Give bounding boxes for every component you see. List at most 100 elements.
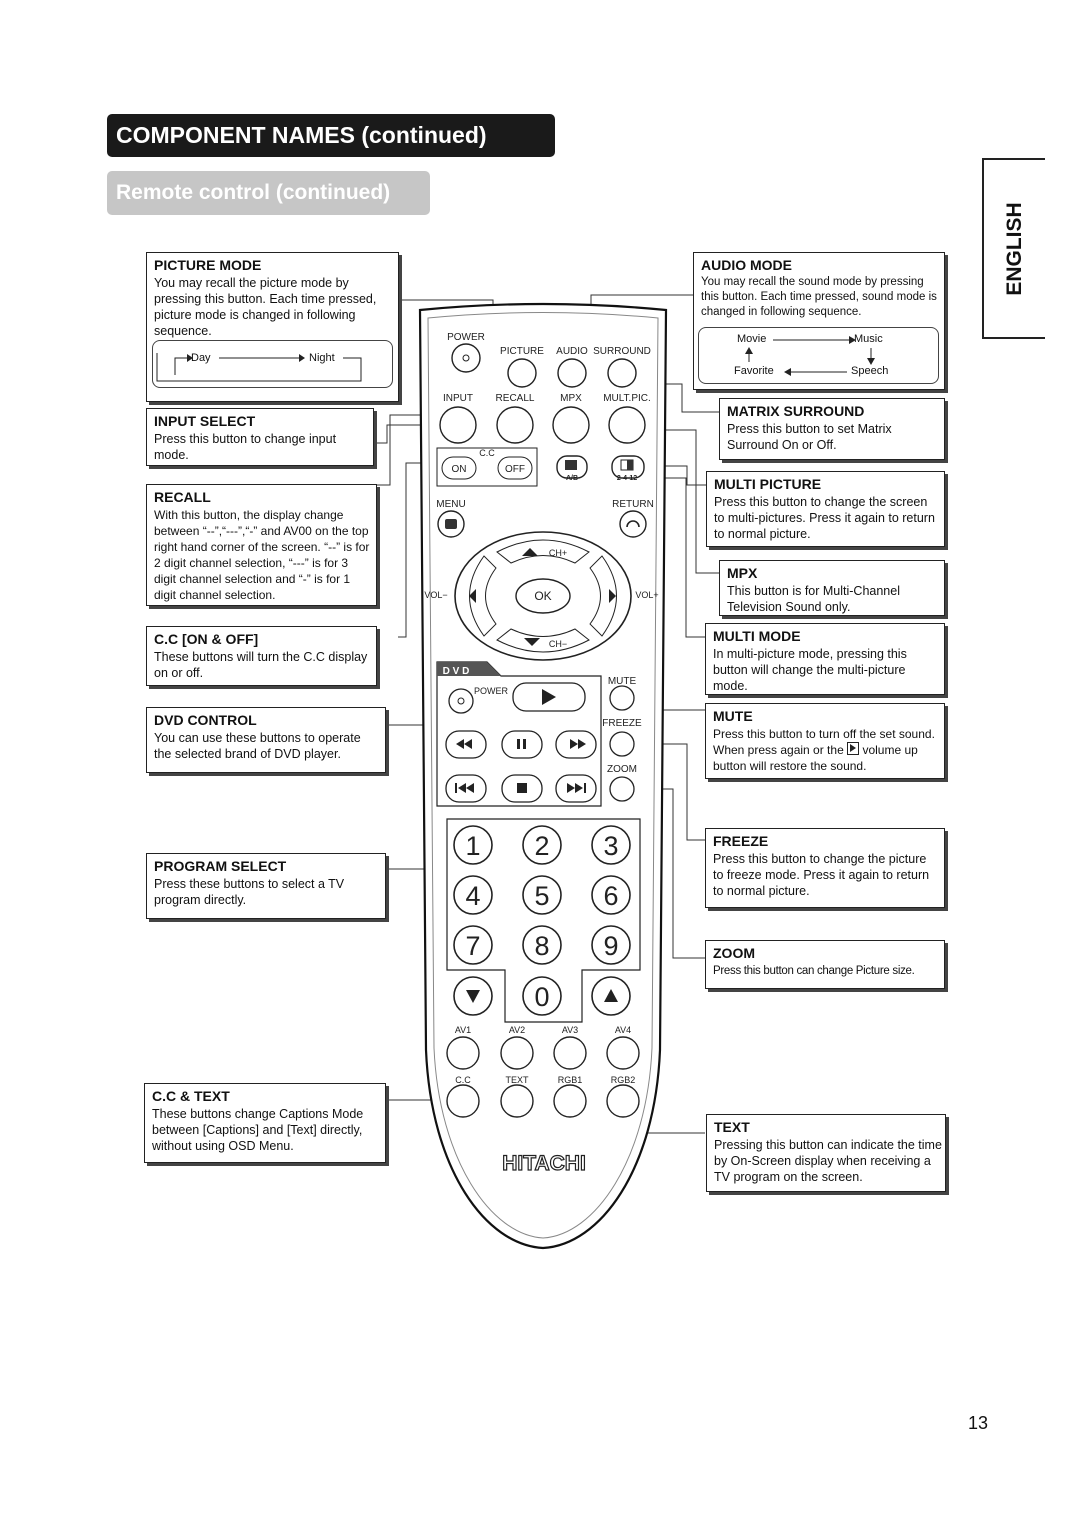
rgb2-button[interactable] bbox=[606, 1084, 640, 1118]
digit-6-label: 6 bbox=[603, 881, 618, 911]
down-arrow-icon bbox=[466, 990, 480, 1003]
dvd-control-desc: You can use these buttons to operate the… bbox=[154, 731, 361, 761]
audio-label: AUDIO bbox=[556, 346, 588, 357]
text-button[interactable] bbox=[500, 1084, 534, 1118]
multpic-label: MULT.PIC. bbox=[603, 393, 651, 404]
picture-label: PICTURE bbox=[500, 346, 544, 357]
digit-2-button[interactable] bbox=[522, 825, 562, 865]
recall-label: RECALL bbox=[496, 393, 535, 404]
number-pad bbox=[446, 818, 641, 1023]
av2-button[interactable] bbox=[500, 1036, 534, 1070]
digit-1-button[interactable] bbox=[453, 825, 493, 865]
mute-button[interactable] bbox=[609, 685, 635, 711]
text-title: TEXT bbox=[714, 1119, 750, 1135]
vol-up-button[interactable] bbox=[589, 555, 617, 637]
zoom-button[interactable] bbox=[609, 776, 635, 802]
dvd-power-button[interactable] bbox=[448, 688, 474, 714]
cc-button[interactable] bbox=[446, 1084, 480, 1118]
multpic-button[interactable] bbox=[608, 406, 646, 444]
digit-3-button[interactable] bbox=[591, 825, 631, 865]
ch-down-button[interactable] bbox=[496, 628, 590, 653]
section-subtitle: Remote control (continued) bbox=[107, 171, 430, 215]
language-tab: ENGLISH bbox=[982, 158, 1045, 339]
surround-button[interactable] bbox=[607, 358, 637, 388]
digit-8-label: 8 bbox=[534, 931, 549, 961]
dvd-control-box: DVD CONTROL You can use these buttons to… bbox=[146, 707, 386, 773]
flow-favorite: Favorite bbox=[734, 365, 774, 377]
cc-group bbox=[436, 447, 538, 487]
ok-button[interactable] bbox=[515, 578, 571, 614]
cc-button-label: C.C bbox=[455, 1075, 471, 1085]
picture-button[interactable] bbox=[507, 358, 537, 388]
flow-arrows bbox=[156, 353, 362, 382]
flow-night: Night bbox=[309, 352, 335, 364]
ch-up-button[interactable] bbox=[496, 539, 590, 564]
page-number: 13 bbox=[968, 1413, 989, 1433]
multi-mode-box: MULTI MODE In multi-picture mode, pressi… bbox=[705, 623, 945, 695]
stop-icon bbox=[517, 783, 527, 793]
audio-flow-arrows bbox=[745, 336, 875, 376]
return-label: RETURN bbox=[612, 499, 654, 510]
vol-down-button[interactable] bbox=[469, 555, 497, 637]
mute-label: MUTE bbox=[608, 676, 637, 687]
dvd-pause-button[interactable] bbox=[501, 730, 543, 759]
digit-8-button[interactable] bbox=[522, 925, 562, 965]
av3-button[interactable] bbox=[553, 1036, 587, 1070]
digit-7-button[interactable] bbox=[453, 925, 493, 965]
av1-button[interactable] bbox=[446, 1036, 480, 1070]
mpx-button[interactable] bbox=[552, 406, 590, 444]
cc-off-button[interactable] bbox=[497, 456, 533, 480]
rgb1-button[interactable] bbox=[553, 1084, 587, 1118]
recall-button[interactable] bbox=[496, 406, 534, 444]
mpx-box: MPX This button is for Multi-Channel Tel… bbox=[719, 560, 945, 616]
text-box: TEXT Pressing this button can indicate t… bbox=[706, 1114, 946, 1192]
cc-off-label: OFF bbox=[505, 464, 525, 475]
cc-on-label: ON bbox=[452, 464, 467, 475]
freeze-title: FREEZE bbox=[713, 833, 769, 849]
vol-up-label: VOL+ bbox=[635, 590, 658, 600]
mute-box: MUTE Press this button to turn off the s… bbox=[705, 703, 945, 779]
section-title: COMPONENT NAMES (continued) bbox=[107, 114, 555, 157]
digit-9-button[interactable] bbox=[591, 925, 631, 965]
av2-label: AV2 bbox=[509, 1025, 525, 1035]
program-select-title: PROGRAM SELECT bbox=[154, 858, 287, 874]
digit-2-label: 2 bbox=[534, 831, 549, 861]
audio-mode-desc: You may recall the sound mode by pressin… bbox=[701, 276, 937, 318]
play-box-icon bbox=[847, 742, 860, 755]
digit-9-label: 9 bbox=[603, 931, 618, 961]
dvd-tab bbox=[437, 662, 501, 676]
freeze-button[interactable] bbox=[609, 731, 635, 757]
digit-0-button[interactable] bbox=[522, 976, 562, 1016]
ch-up-icon bbox=[522, 548, 538, 556]
mute-desc-after: volume up button will restore the sound. bbox=[713, 743, 918, 773]
vol-down-icon bbox=[469, 589, 476, 603]
digit-4-button[interactable] bbox=[453, 875, 493, 915]
picture-mode-box: PICTURE MODE You may recall the picture … bbox=[146, 252, 399, 402]
digit-6-button[interactable] bbox=[591, 875, 631, 915]
input-button[interactable] bbox=[439, 406, 477, 444]
flow-day: Day bbox=[191, 352, 211, 364]
cc-on-button[interactable] bbox=[441, 456, 477, 480]
av4-button[interactable] bbox=[606, 1036, 640, 1070]
matrix-surround-desc: Press this button to set Matrix Surround… bbox=[727, 422, 892, 452]
vol-down-label: VOL− bbox=[424, 590, 447, 600]
digit-1-label: 1 bbox=[465, 831, 480, 861]
digit-5-button[interactable] bbox=[522, 875, 562, 915]
rewind-icon bbox=[456, 739, 472, 749]
pause-icon bbox=[517, 739, 526, 749]
multi-mode-label: 2-4-12 bbox=[617, 475, 637, 482]
cc-on-off-box: C.C [ON & OFF] These buttons will turn t… bbox=[146, 626, 377, 686]
audio-button[interactable] bbox=[557, 358, 587, 388]
freeze-box: FREEZE Press this button to change the p… bbox=[705, 828, 945, 908]
power-button[interactable] bbox=[451, 343, 481, 373]
picture-mode-title: PICTURE MODE bbox=[154, 257, 262, 273]
ch-down-icon bbox=[524, 638, 540, 646]
matrix-surround-title: MATRIX SURROUND bbox=[727, 403, 865, 419]
cc-text-box: C.C & TEXT These buttons change Captions… bbox=[144, 1083, 386, 1163]
multi-mode-desc: In multi-picture mode, pressing this but… bbox=[713, 647, 907, 693]
return-button[interactable] bbox=[619, 510, 647, 538]
text-button-label: TEXT bbox=[505, 1075, 529, 1085]
audio-mode-flow: Movie Music Favorite Speech bbox=[698, 327, 939, 384]
dvd-label: D V D bbox=[443, 666, 470, 677]
